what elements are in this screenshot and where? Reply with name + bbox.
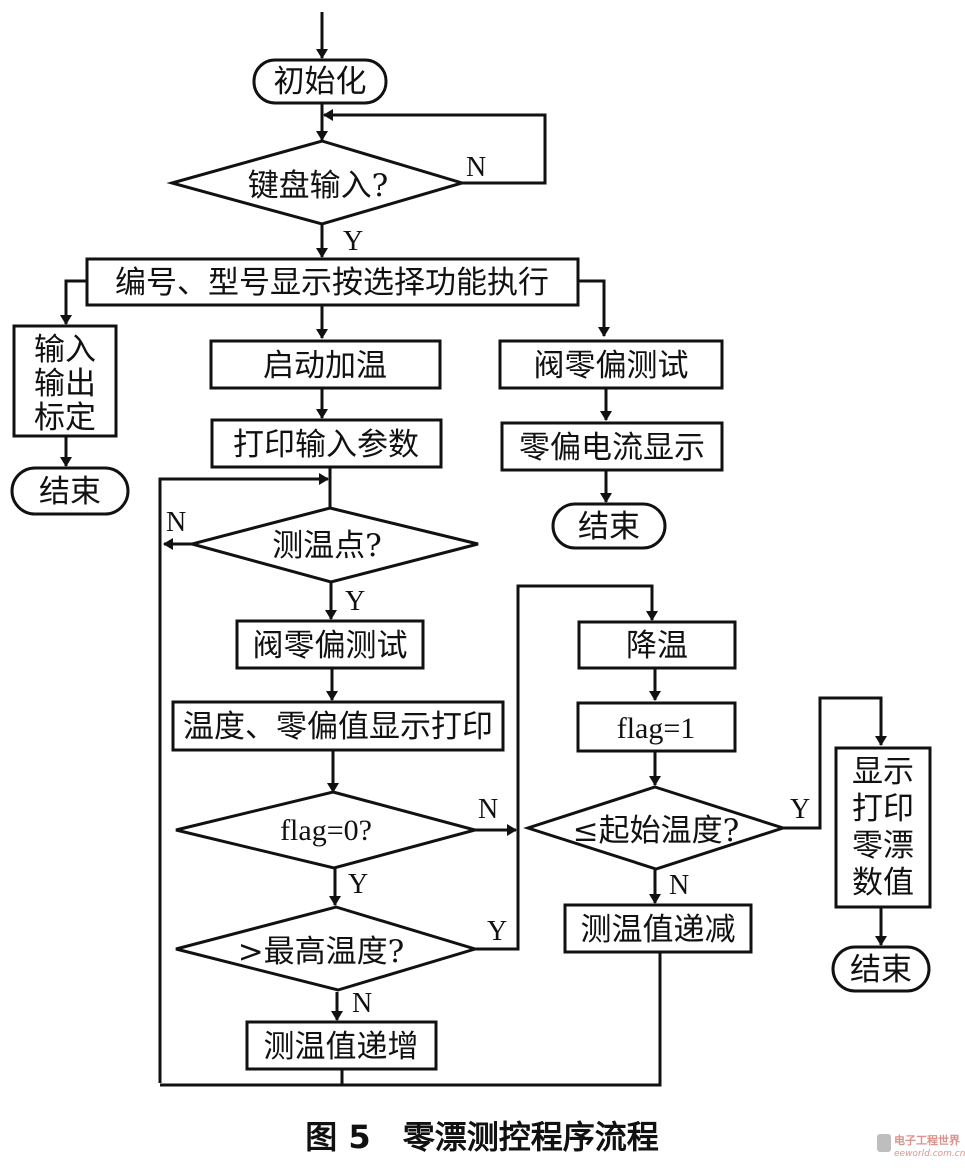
label-keyboard-no: N <box>466 152 486 183</box>
node-io-calibration: 输入 输出 标定 <box>12 324 118 438</box>
label-temp-point-no: N <box>166 507 186 538</box>
node-temp-point: 测温点? <box>186 506 479 584</box>
label-flag-zero-yes: Y <box>348 869 368 900</box>
label-flag-zero-no: N <box>478 794 498 825</box>
watermark-logo-icon <box>877 1134 891 1152</box>
node-valve-test-mid-label: 阀零偏测试 <box>253 628 408 664</box>
label-start-temp-yes: Y <box>790 794 810 825</box>
node-cooling-label: 降温 <box>626 628 688 664</box>
node-keyboard-input: 键盘输入? <box>166 139 468 226</box>
node-valve-test-mid: 阀零偏测试 <box>235 619 425 670</box>
node-init: 初始化 <box>252 58 388 105</box>
node-flag-zero: flag=0? <box>175 790 481 870</box>
node-temp-decrement-label: 测温值递减 <box>581 912 736 948</box>
watermark-line1: 电子工程世界 <box>894 1133 960 1147</box>
node-end-bottom-right-label: 结束 <box>850 952 912 988</box>
node-valve-test-right-label: 阀零偏测试 <box>534 348 689 384</box>
label-max-temp-no: N <box>352 988 372 1019</box>
node-current-display-label: 零偏电流显示 <box>519 430 705 466</box>
label-temp-point-yes: Y <box>345 586 365 617</box>
node-keyboard-input-label: 键盘输入? <box>248 168 389 204</box>
arrow-max-temp-yes <box>475 584 658 951</box>
node-end-right-top-label: 结束 <box>578 509 640 545</box>
arrow-to-valve-test-right <box>578 279 610 337</box>
node-io-calibration-line2: 输出 <box>34 366 96 402</box>
node-max-temp: >最高温度? <box>175 905 481 992</box>
line-decrement-return <box>342 952 662 1087</box>
node-temp-increment-label: 测温值递增 <box>264 1029 419 1065</box>
node-current-display: 零偏电流显示 <box>500 421 724 472</box>
node-start-temp-label: ≤起始温度? <box>573 813 740 849</box>
node-valve-test-right: 阀零偏测试 <box>498 339 724 390</box>
node-temp-point-label: 测温点? <box>272 528 382 564</box>
node-init-label: 初始化 <box>274 64 367 100</box>
node-show-print-drift: 显示 打印 零漂 数值 <box>834 746 932 909</box>
node-start-heating: 启动加温 <box>209 339 442 390</box>
watermark: 电子工程世界 eeworld.com.cn <box>877 1133 965 1159</box>
node-show-print-drift-line2: 打印 <box>852 791 914 827</box>
node-show-print-drift-line1: 显示 <box>852 754 914 790</box>
label-start-temp-no: N <box>669 870 689 901</box>
node-select-function-label: 编号、型号显示按选择功能执行 <box>115 265 549 301</box>
node-temp-decrement: 测温值递减 <box>563 903 753 954</box>
node-flag-zero-label: flag=0? <box>280 814 372 847</box>
node-start-heating-label: 启动加温 <box>263 348 387 384</box>
main-loop-return <box>158 473 329 1083</box>
node-io-calibration-line3: 标定 <box>34 400 96 436</box>
line-increment-return <box>160 1069 344 1087</box>
figure-caption: 图 5 零漂测控程序流程 <box>305 1118 658 1156</box>
connectors <box>60 12 887 1087</box>
node-print-params: 打印输入参数 <box>210 418 443 469</box>
node-temp-display-print: 温度、零偏值显示打印 <box>171 700 505 752</box>
node-flag-one: flag=1 <box>576 701 737 753</box>
node-temp-increment: 测温值递增 <box>245 1020 438 1071</box>
arrow-start-temp-yes <box>783 696 887 830</box>
node-start-temp: ≤起始温度? <box>523 785 788 871</box>
node-flag-one-label: flag=1 <box>617 712 696 745</box>
node-show-print-drift-line4: 数值 <box>852 865 914 901</box>
node-temp-display-print-label: 温度、零偏值显示打印 <box>183 709 493 745</box>
node-cooling: 降温 <box>577 620 737 670</box>
node-print-params-label: 打印输入参数 <box>233 427 419 463</box>
node-end-left: 结束 <box>10 466 130 516</box>
label-keyboard-yes: Y <box>343 226 363 257</box>
node-end-left-label: 结束 <box>39 474 101 510</box>
branch-labels: N Y N Y N Y Y N Y N <box>166 152 810 1019</box>
node-show-print-drift-line3: 零漂 <box>852 828 914 864</box>
label-max-temp-yes: Y <box>487 916 507 947</box>
node-select-function: 编号、型号显示按选择功能执行 <box>85 257 580 307</box>
node-max-temp-label: >最高温度? <box>238 934 405 970</box>
node-end-bottom-right: 结束 <box>831 945 931 993</box>
watermark-line2: eeworld.com.cn <box>894 1149 965 1159</box>
node-io-calibration-line1: 输入 <box>34 332 96 368</box>
arrow-to-io-calibration <box>60 279 87 325</box>
loop-keyboard-no <box>323 109 547 185</box>
node-end-right-top: 结束 <box>551 502 667 550</box>
